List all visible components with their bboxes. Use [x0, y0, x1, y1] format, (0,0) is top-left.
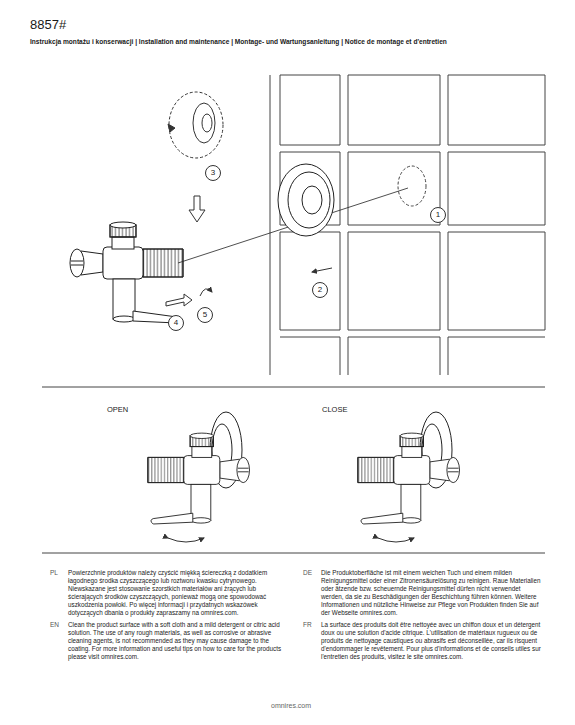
subtitle: Instrukcja montażu i konserwacji | Insta… — [30, 38, 447, 45]
illustration-part — [193, 103, 215, 143]
care-note: Powierzchnie produktów należy czyścić mi… — [68, 569, 290, 617]
care-note: Clean the product surface with a soft cl… — [68, 621, 290, 661]
illustration-part — [448, 152, 545, 225]
illustration-part — [189, 196, 205, 222]
care-note: Die Produktoberfläche ist mit einem weic… — [321, 569, 543, 617]
illustration-part — [278, 164, 334, 236]
callout-number: 1 — [436, 211, 440, 219]
illustration-part — [168, 538, 204, 542]
state-label: CLOSE — [322, 405, 347, 414]
arrow-4 — [166, 294, 192, 306]
seal-icon — [168, 92, 223, 222]
callout-circle: 1 — [430, 207, 446, 223]
callout-number: 2 — [318, 286, 322, 294]
callout-number: 3 — [211, 169, 215, 177]
illustration-part — [148, 433, 250, 524]
open-view — [148, 412, 250, 542]
language-code: EN — [50, 621, 59, 628]
wall-hole — [398, 166, 426, 206]
rosette — [278, 164, 334, 236]
care-note: La surface des produits doit être nettoy… — [321, 621, 543, 661]
callout-number: 4 — [174, 319, 178, 327]
illustration-part — [448, 337, 545, 375]
illustration-part — [348, 152, 440, 225]
state-label: OPEN — [107, 405, 128, 414]
illustration-part — [288, 172, 330, 228]
illustration-part — [348, 337, 440, 375]
illustration-part — [270, 75, 271, 375]
callout-circle: 5 — [197, 307, 213, 323]
illustration-part — [202, 114, 212, 132]
illustration-part — [280, 75, 340, 145]
divider — [42, 553, 545, 554]
callout-circle: 4 — [168, 315, 184, 331]
illustration-part — [448, 232, 545, 330]
illustration-part — [302, 186, 322, 214]
illustration-part — [169, 92, 223, 158]
illustration-part — [358, 433, 460, 524]
close-view — [358, 412, 460, 542]
angle-valve — [70, 222, 183, 323]
model-number: 8857# — [30, 17, 66, 32]
footer-url: omnires.com — [271, 702, 311, 709]
callout-circle: 3 — [205, 165, 221, 181]
illustration-part — [348, 75, 440, 145]
callout-circle: 2 — [312, 282, 328, 298]
illustration-part — [280, 232, 340, 330]
wall-tiles — [270, 75, 545, 375]
illustration-part — [168, 124, 175, 132]
illustration-part — [348, 232, 440, 330]
arrow-2 — [312, 268, 332, 272]
illustration-part — [280, 337, 340, 375]
illustration-part — [448, 75, 545, 145]
language-code: FR — [303, 621, 312, 628]
illustration-part — [358, 433, 460, 524]
illustration-part — [378, 538, 414, 542]
arrow-5 — [200, 289, 212, 296]
callout-number: 5 — [203, 311, 207, 319]
divider — [42, 387, 545, 388]
language-code: DE — [303, 569, 312, 576]
illustration-part — [148, 433, 250, 524]
language-code: PL — [50, 569, 58, 576]
